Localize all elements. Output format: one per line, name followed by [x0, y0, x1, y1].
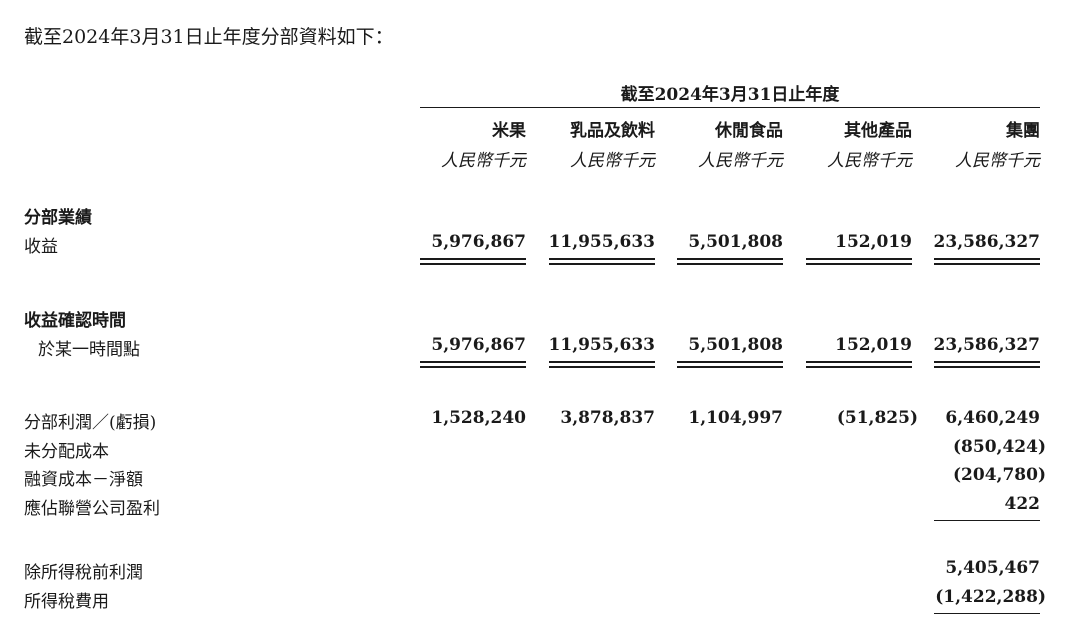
double-rule	[420, 361, 526, 368]
double-rule	[549, 361, 655, 368]
column-header-other-products: 其他產品	[844, 121, 912, 141]
cell-point-in-time-snack-foods: 5,501,808	[688, 335, 783, 355]
cell-revenue-rice-crackers: 5,976,867	[431, 232, 526, 252]
cell-segment-profit-group: 6,460,249	[945, 408, 1040, 428]
cell-income-tax-group: (1,422,288)	[935, 587, 1046, 607]
row-label-point-in-time: 於某一時間點	[38, 340, 140, 360]
cell-profit-before-tax-group: 5,405,467	[945, 558, 1040, 578]
cell-associate-profit-group: 422	[1004, 494, 1041, 514]
column-header-group: 集團	[1006, 121, 1040, 141]
section-segment-results: 分部業績	[24, 208, 92, 228]
row-label-segment-profit: 分部利潤／(虧損)	[24, 413, 157, 433]
cell-finance-costs-group: (204,780)	[953, 465, 1046, 485]
section-revenue-timing: 收益確認時間	[24, 311, 126, 331]
column-unit-other-products: 人民幣千元	[827, 151, 912, 171]
cell-revenue-group: 23,586,327	[933, 232, 1040, 252]
cell-unallocated-costs-group: (850,424)	[953, 437, 1046, 457]
cell-segment-profit-rice-crackers: 1,528,240	[431, 408, 526, 428]
row-label-unallocated-costs: 未分配成本	[24, 442, 109, 462]
row-label-finance-costs: 融資成本－淨額	[24, 470, 143, 490]
cell-point-in-time-dairy-beverages: 11,955,633	[548, 335, 655, 355]
double-rule	[549, 258, 655, 265]
double-rule	[934, 258, 1040, 265]
cell-point-in-time-other-products: 152,019	[835, 335, 912, 355]
double-rule	[420, 258, 526, 265]
double-rule	[677, 258, 783, 265]
cell-segment-profit-dairy-beverages: 3,878,837	[560, 408, 655, 428]
column-unit-snack-foods: 人民幣千元	[698, 151, 783, 171]
cell-revenue-other-products: 152,019	[835, 232, 912, 252]
intro-text: 截至2024年3月31日止年度分部資料如下：	[24, 26, 394, 48]
double-rule	[806, 258, 912, 265]
single-rule	[934, 613, 1040, 614]
double-rule	[934, 361, 1040, 368]
row-label-revenue: 收益	[24, 237, 58, 257]
cell-segment-profit-other-products: (51,825)	[836, 408, 918, 428]
cell-revenue-snack-foods: 5,501,808	[688, 232, 783, 252]
cell-point-in-time-group: 23,586,327	[933, 335, 1040, 355]
row-label-income-tax: 所得稅費用	[24, 592, 109, 612]
column-header-rice-crackers: 米果	[492, 121, 526, 141]
cell-point-in-time-rice-crackers: 5,976,867	[431, 335, 526, 355]
double-rule	[806, 361, 912, 368]
cell-revenue-dairy-beverages: 11,955,633	[548, 232, 655, 252]
row-label-profit-before-tax: 除所得稅前利潤	[24, 563, 143, 583]
period-header-rule	[420, 107, 1040, 108]
single-rule	[934, 520, 1040, 521]
column-header-dairy-beverages: 乳品及飲料	[570, 121, 655, 141]
cell-segment-profit-snack-foods: 1,104,997	[688, 408, 783, 428]
column-header-snack-foods: 休閒食品	[715, 121, 783, 141]
double-rule	[677, 361, 783, 368]
column-unit-dairy-beverages: 人民幣千元	[570, 151, 655, 171]
column-unit-group: 人民幣千元	[955, 151, 1040, 171]
column-unit-rice-crackers: 人民幣千元	[441, 151, 526, 171]
period-header: 截至2024年3月31日止年度	[620, 85, 840, 105]
row-label-associate-profit: 應佔聯營公司盈利	[24, 499, 160, 519]
